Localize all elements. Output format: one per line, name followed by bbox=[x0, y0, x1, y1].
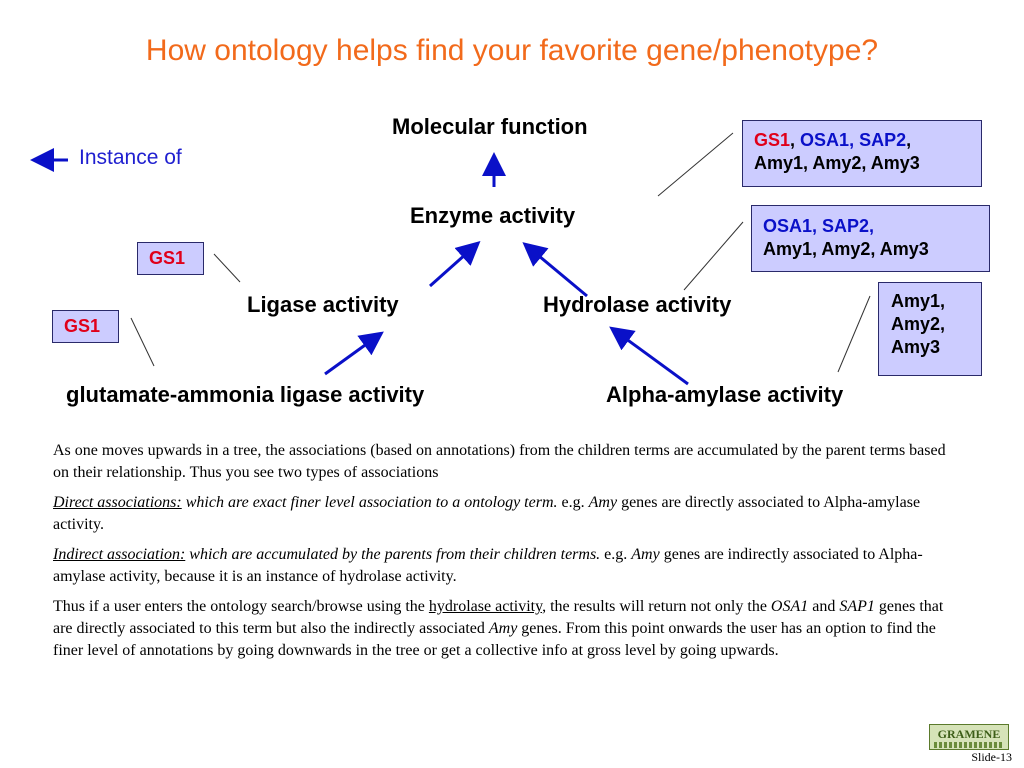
gene-box-hydrolase: OSA1, SAP2, Amy1, Amy2, Amy3 bbox=[751, 205, 990, 272]
gene-label: Amy1, Amy2, Amy3 bbox=[763, 239, 929, 259]
legend-label: Instance of bbox=[79, 146, 182, 169]
paragraph-indirect: Indirect association: which are accumula… bbox=[53, 546, 923, 585]
gramene-logo: GRAMENE bbox=[929, 724, 1009, 750]
term-molecular-function: Molecular function bbox=[392, 114, 588, 139]
gene-box-ligase: GS1 bbox=[137, 242, 204, 275]
explanation-text: As one moves upwards in a tree, the asso… bbox=[53, 440, 958, 670]
gene-label: GS1 bbox=[64, 316, 101, 336]
gene-label: Amy2, bbox=[891, 314, 946, 334]
gene-label: OSA1, SAP2 bbox=[800, 130, 907, 150]
slide-title: How ontology helps find your favorite ge… bbox=[145, 34, 879, 67]
arrow-amylase-to-hydrolase bbox=[609, 326, 689, 386]
gene-label: Amy3 bbox=[891, 337, 941, 357]
term-glutamate-ammonia-ligase-activity: glutamate-ammonia ligase activity bbox=[66, 382, 425, 407]
callout-glutamate bbox=[130, 317, 155, 367]
gene-box-alpha-amylase: Amy1, Amy2, Amy3 bbox=[878, 282, 982, 376]
paragraph-intro: As one moves upwards in a tree, the asso… bbox=[53, 442, 946, 481]
callout-ligase bbox=[213, 253, 241, 283]
paragraph-summary: Thus if a user enters the ontology searc… bbox=[53, 598, 944, 659]
callout-hydrolase bbox=[683, 221, 744, 291]
gene-box-molecular-function: GS1, OSA1, SAP2, Amy1, Amy2, Amy3 bbox=[742, 120, 982, 187]
logo-text: GRAMENE bbox=[937, 727, 1001, 741]
paragraph-direct: Direct associations: which are exact fin… bbox=[53, 494, 921, 533]
term-hydrolase-activity: Hydrolase activity bbox=[543, 292, 732, 317]
gene-box-glutamate: GS1 bbox=[52, 310, 119, 343]
gene-label: GS1 bbox=[149, 248, 186, 268]
logo-stripe bbox=[934, 742, 1004, 748]
term-alpha-amylase-activity: Alpha-amylase activity bbox=[606, 382, 844, 407]
arrow-ligase-to-enzyme bbox=[429, 241, 481, 288]
arrow-glutamate-to-ligase bbox=[324, 331, 384, 376]
gene-label: Amy1, Amy2, Amy3 bbox=[754, 153, 920, 173]
gene-label: Amy1, bbox=[891, 291, 946, 311]
gene-label: GS1 bbox=[754, 130, 791, 150]
slide-number: Slide-13 bbox=[971, 750, 1012, 764]
gene-label: OSA1, SAP2, bbox=[763, 216, 875, 236]
term-ligase-activity: Ligase activity bbox=[247, 292, 399, 317]
term-enzyme-activity: Enzyme activity bbox=[410, 203, 576, 228]
callout-molecular bbox=[657, 132, 734, 197]
arrow-hydrolase-to-enzyme bbox=[522, 242, 588, 298]
callout-amylase bbox=[837, 295, 871, 373]
hydrolase-activity-link[interactable]: hydrolase activity bbox=[428, 598, 543, 615]
